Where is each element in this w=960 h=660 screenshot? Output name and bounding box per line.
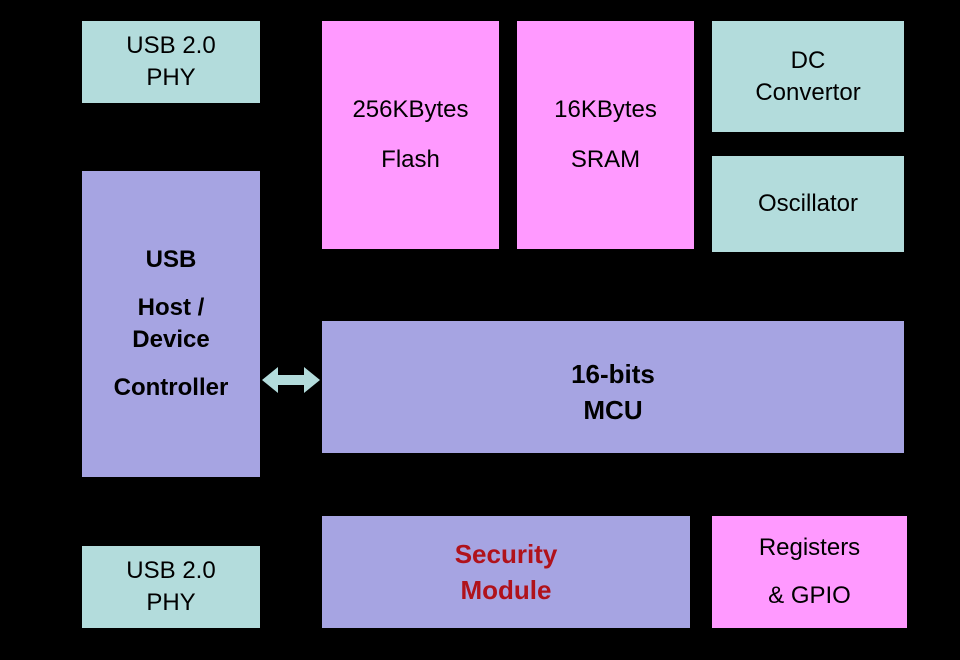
usb-controller-block: USB Host / Device Controller <box>82 171 260 477</box>
sram-type-label: SRAM <box>570 146 641 173</box>
mcu-block: 16-bits MCU <box>322 321 904 453</box>
dc-convertor-block: DC Convertor <box>712 21 904 132</box>
mcu-line-2: MCU <box>583 395 643 425</box>
dc-convertor-line-1: DC <box>790 46 826 74</box>
security-module-line-1: Security <box>454 539 558 569</box>
security-module-block: Security Module <box>322 516 690 628</box>
usb-controller-line-1: USB <box>145 246 197 273</box>
usb-phy-top-line-2: PHY <box>146 64 196 91</box>
security-module-line-2: Module <box>460 575 552 605</box>
sram-block: 16KBytes SRAM <box>517 21 694 249</box>
oscillator-label: Oscillator <box>757 190 859 217</box>
registers-gpio-line-1: Registers <box>758 534 861 561</box>
registers-gpio-line-2: & GPIO <box>768 582 851 609</box>
dc-convertor-line-2: Convertor <box>755 78 861 106</box>
sram-size-label: 16KBytes <box>554 96 657 123</box>
usb-phy-bottom-block: USB 2.0 PHY <box>82 546 260 628</box>
registers-gpio-block: Registers & GPIO <box>712 516 907 628</box>
usb-controller-line-3: Device <box>132 326 210 353</box>
flash-block: 256KBytes Flash <box>322 21 499 249</box>
oscillator-block: Oscillator <box>712 156 904 252</box>
usb-phy-top-block: USB 2.0 PHY <box>82 21 260 103</box>
usb-controller-line-2: Host / <box>137 294 205 321</box>
double-arrow-icon <box>262 367 320 393</box>
usb-phy-bottom-line-2: PHY <box>146 589 196 616</box>
flash-size-label: 256KBytes <box>352 96 469 123</box>
flash-type-label: Flash <box>381 146 440 173</box>
usb-phy-top-line-1: USB 2.0 <box>126 32 216 59</box>
usb-controller-line-4: Controller <box>113 374 229 401</box>
usb-phy-bottom-line-1: USB 2.0 <box>126 557 216 584</box>
mcu-line-1: 16-bits <box>571 359 655 389</box>
